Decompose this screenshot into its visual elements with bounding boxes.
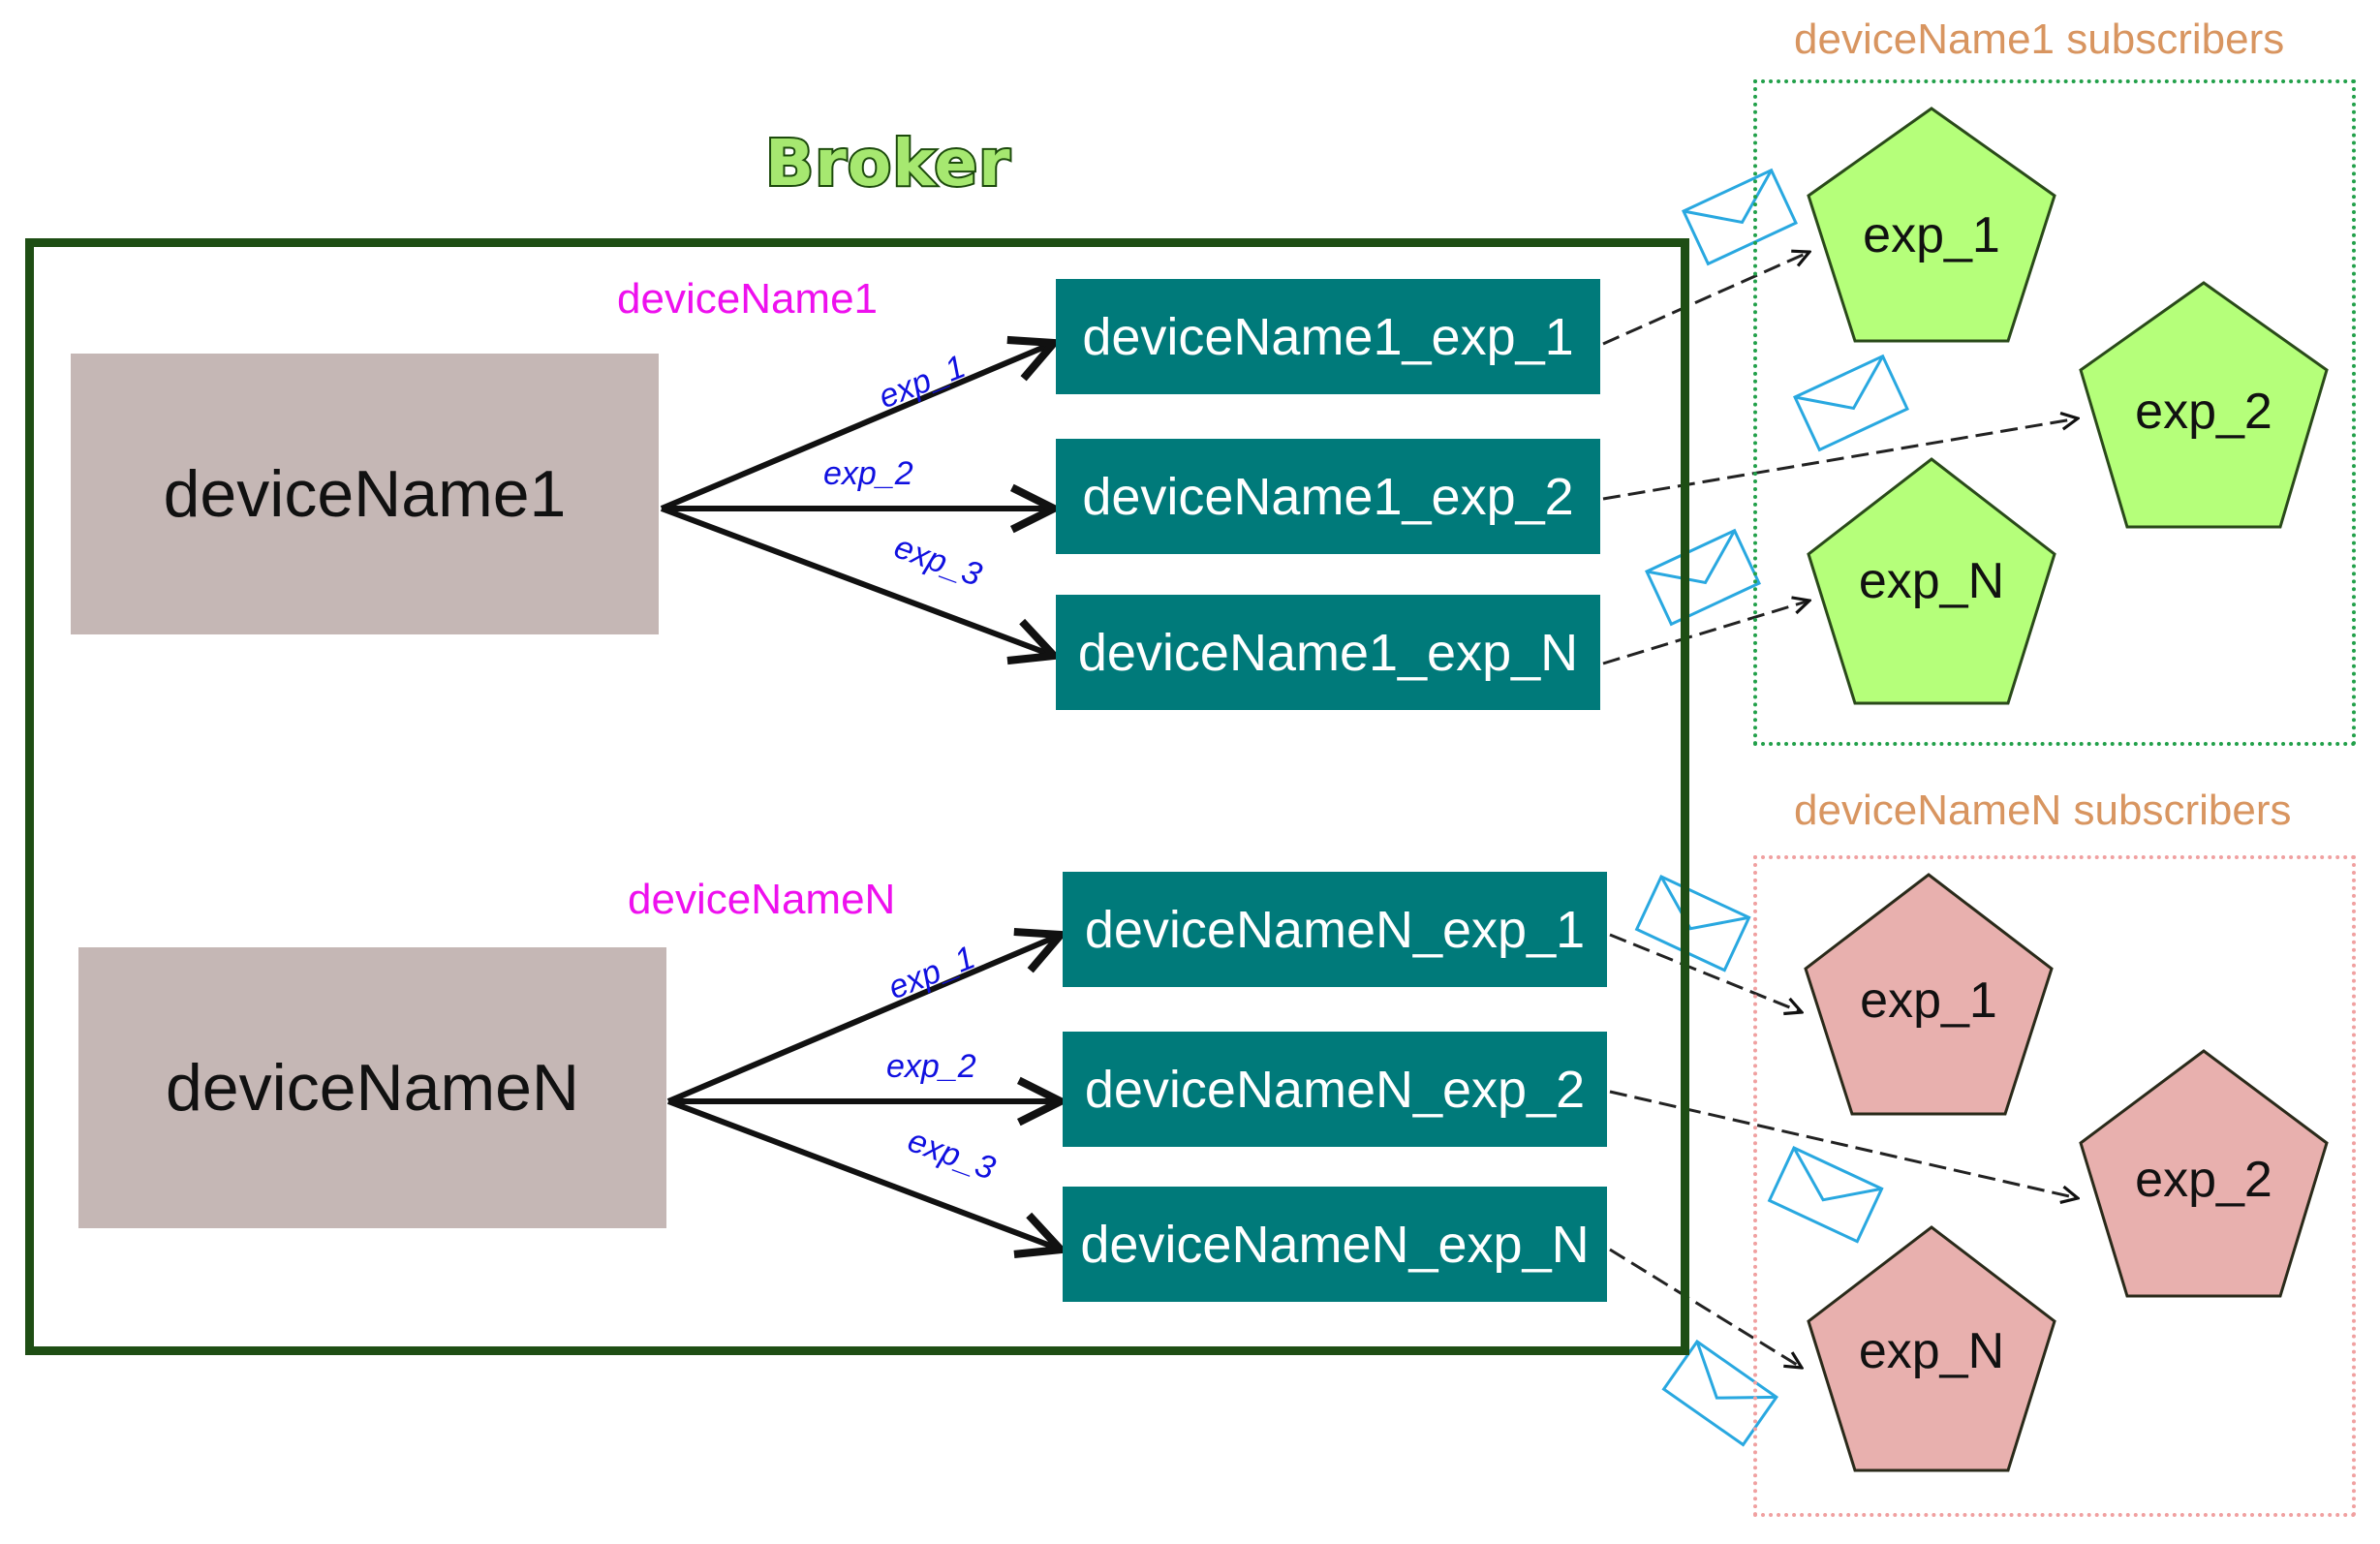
queue-group1-1[interactable]: deviceName1_exp_1: [1056, 279, 1600, 394]
subscriber-shape-group1-3: [1807, 457, 2056, 705]
subscriber-shape-groupN-2: [2079, 1049, 2329, 1298]
queue-label: deviceName1_exp_1: [1082, 307, 1574, 366]
device-label-group1: deviceName1: [617, 275, 879, 323]
consume-link-group1-1: [1602, 252, 1809, 346]
subscribers-box-group1: [1753, 79, 2356, 746]
queue-group1-2[interactable]: deviceName1_exp_2: [1056, 439, 1600, 554]
arrow-group1-exp3: [660, 506, 1054, 656]
device-box-groupN: deviceNameN: [78, 947, 666, 1228]
subscriber-label-groupN-2: exp_2: [2135, 1152, 2272, 1208]
broker-title: Broker: [763, 124, 1012, 202]
consume-link-group1-3: [1602, 601, 1809, 665]
consume-link-groupN-1: [1609, 933, 1802, 1012]
queue-groupN-2[interactable]: deviceNameN_exp_2: [1063, 1032, 1607, 1147]
envelope-icon: [1793, 354, 1909, 452]
subscribers-title-group1: deviceName1 subscribers: [1794, 15, 2285, 63]
queue-label: deviceNameN_exp_1: [1084, 900, 1586, 959]
arrow-groupN-exp3: [666, 1098, 1061, 1250]
arrow-label-groupN-exp2: exp_2: [886, 1048, 976, 1085]
arrow-group1-exp1: [660, 343, 1054, 511]
device-box-group1: deviceName1: [71, 354, 659, 634]
device-name-group1: deviceName1: [163, 457, 567, 531]
device-name-groupN: deviceNameN: [165, 1051, 580, 1125]
queue-label: deviceNameN_exp_N: [1080, 1215, 1590, 1274]
subscriber-shape-group1-2: [2079, 281, 2329, 529]
subscriber-label-groupN-1: exp_1: [1860, 973, 1997, 1029]
arrow-groupN-exp1: [666, 935, 1061, 1104]
groupN-subscriber-shapes: [1804, 873, 2329, 1472]
envelope-icon: [1634, 875, 1751, 973]
subscriber-label-group1-1: exp_1: [1863, 207, 2000, 263]
subscriber-shape-group1-1: [1807, 107, 2056, 343]
queue-label: deviceName1_exp_N: [1077, 623, 1579, 682]
queue-label: deviceName1_exp_2: [1082, 467, 1574, 526]
subscriber-label-groupN-3: exp_N: [1858, 1323, 2005, 1379]
subscriber-shape-groupN-3: [1807, 1225, 2056, 1472]
envelope-icon: [1645, 528, 1761, 627]
envelope-icons: [1634, 168, 1909, 1447]
subscriber-shape-groupN-1: [1804, 873, 2054, 1116]
arrow-label-group1-exp2: exp_2: [823, 455, 913, 492]
subscribers-title-groupN: deviceNameN subscribers: [1794, 787, 2292, 834]
device-label-groupN: deviceNameN: [628, 876, 896, 923]
broker-container: [25, 238, 1689, 1355]
queue-group1-3[interactable]: deviceName1_exp_N: [1056, 595, 1600, 710]
queue-groupN-3[interactable]: deviceNameN_exp_N: [1063, 1187, 1607, 1302]
subscribers-box-groupN: [1753, 855, 2356, 1517]
subscriber-label-group1-2: exp_2: [2135, 384, 2272, 440]
queue-groupN-1[interactable]: deviceNameN_exp_1: [1063, 872, 1607, 987]
subscriber-label-group1-3: exp_N: [1858, 553, 2005, 609]
envelope-icon: [1682, 168, 1798, 266]
envelope-icon: [1767, 1146, 1884, 1244]
queue-label: deviceNameN_exp_2: [1084, 1060, 1586, 1119]
consume-link-groupN-3: [1609, 1248, 1802, 1368]
group1-subscriber-shapes: [1807, 107, 2329, 705]
